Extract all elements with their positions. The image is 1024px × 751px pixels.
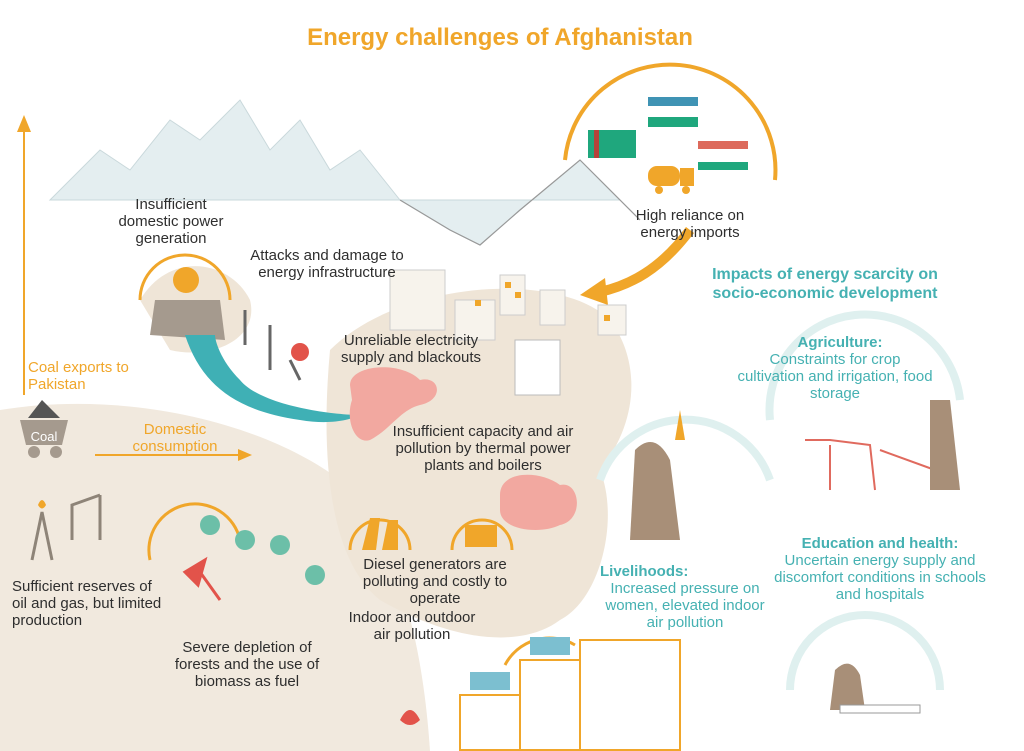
livelihoods-text: Increased pressure on women, elevated in… <box>605 580 765 631</box>
label-insufficient-capacity: Insufficient capacity and air pollution … <box>392 423 574 474</box>
label-indoor: Indoor and outdoor air pollution <box>348 609 476 643</box>
river <box>185 335 360 423</box>
mosque-icon <box>514 339 561 396</box>
arrow-right-icon <box>238 449 252 461</box>
flag-tajikistan-icon <box>698 141 748 149</box>
cooking-fire-icon <box>400 710 420 725</box>
smoke-cloud <box>349 367 437 441</box>
dam-icon <box>150 300 225 340</box>
lamp-icon <box>675 410 685 440</box>
agriculture-title: Agriculture: <box>797 334 883 351</box>
flag-uzbekistan-icon <box>648 97 698 106</box>
oil-rig-icon <box>30 511 54 561</box>
axe-icon <box>182 556 222 601</box>
student-icon <box>830 663 865 710</box>
cooling-tower-icon <box>362 518 398 550</box>
ox-plough-icon <box>805 439 936 491</box>
label-coal-exports: Coal exports to Pakistan <box>28 359 129 393</box>
label-unreliable: Unreliable electricity supply and blacko… <box>340 332 482 366</box>
label-insufficient-generation: Insufficient domestic power generation <box>118 196 224 247</box>
mountain-line <box>399 159 641 246</box>
agriculture-text: Constraints for crop cultivation and irr… <box>737 351 933 402</box>
damaged-pylons-icon <box>243 310 302 381</box>
coal-cart-icon <box>20 400 68 458</box>
desk-icon <box>839 704 921 714</box>
label-diesel: Diesel generators are polluting and cost… <box>362 556 508 607</box>
woman-children-icon <box>630 442 680 540</box>
page-title: Energy challenges of Afghanistan <box>307 24 693 51</box>
label-coal: Coal <box>30 429 58 444</box>
farmer-icon <box>930 400 960 490</box>
impacts-heading: Impacts of energy scarcity on socio-econ… <box>712 266 938 302</box>
label-domestic-consumption: Domestic consumption <box>132 421 218 455</box>
livelihoods-title: Livelihoods: <box>600 563 689 580</box>
label-high-reliance: High reliance on energy imports <box>635 207 745 241</box>
smoke-cloud-right <box>500 474 577 530</box>
beige-ground-left <box>0 403 430 751</box>
imports-arc-icon <box>563 62 778 181</box>
lightning-icon <box>173 267 199 293</box>
fuel-truck-icon <box>648 166 694 194</box>
houses-icon <box>459 639 681 751</box>
label-attacks: Attacks and damage to energy infrastruct… <box>250 247 404 281</box>
trees-icon <box>200 515 325 585</box>
explosion-icon <box>291 343 309 361</box>
solar-panel-icon <box>470 637 570 690</box>
label-reserves: Sufficient reserves of oil and gas, but … <box>12 578 162 629</box>
generator-icon <box>465 525 497 547</box>
education-title: Education and health: <box>801 535 959 552</box>
arrow-up-icon <box>17 115 31 132</box>
label-forests: Severe depletion of forests and the use … <box>174 639 320 690</box>
city-buildings-icon <box>389 269 627 341</box>
import-arrow-icon <box>598 226 694 297</box>
oil-pump-icon <box>70 493 102 540</box>
education-text: Uncertain energy supply and discomfort c… <box>774 552 986 603</box>
